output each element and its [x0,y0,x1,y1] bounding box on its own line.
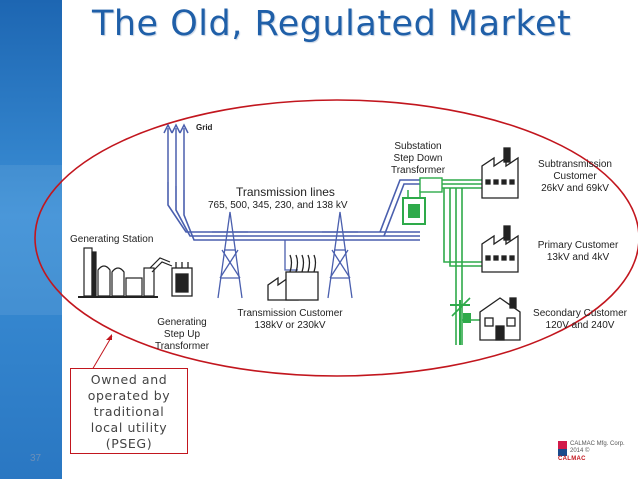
callout-line: Owned and [90,372,168,387]
credit-line: 2014 © [570,448,590,454]
transmission-lines [167,179,420,241]
transmission-tower [322,211,358,299]
logo-square-red [558,441,567,449]
logo-square-blue [558,449,567,456]
callout-line: local utility [90,420,168,435]
transmission-tower [212,211,248,299]
page-title: The Old, Regulated Market [92,4,572,44]
subtransmission-label-line: Customer [553,171,597,182]
transmission-customer-label-line: Transmission Customer [237,308,343,319]
subtransmission-label-line: Subtransmission [538,159,612,170]
transmission-customer-label-line: 138kV or 230kV [254,320,325,331]
substation-label: Substation Step Down Transformer [391,141,446,176]
callout-line: operated by [87,388,171,403]
ownership-ellipse [34,99,638,377]
substation-transformer-icon [402,177,443,225]
generating-station-label: Generating Station [70,234,153,245]
step-up-transformer-label: Generating Step Up Transformer [155,317,210,352]
primary-customer-label-line: 13kV and 4kV [547,252,610,263]
secondary-customer-label: Secondary Customer 120V and 240V [533,308,628,331]
logo-text: CALMAC [558,456,586,462]
callout-arrow-head [106,334,112,340]
substation-label-line: Substation [394,141,441,152]
grid-label: Grid [196,123,213,132]
calmac-logo: CALMAC CALMAC Mfg. Corp. 2014 © [558,441,625,463]
callout-arrow [91,335,113,371]
utility-pole-icon [450,300,471,345]
transmission-lines-label: Transmission lines [236,185,335,199]
slide-number: 37 [30,453,42,464]
credit-text: CALMAC Mfg. Corp. 2014 © [570,441,625,455]
subtransmission-customer-icon [481,147,519,199]
primary-customer-label: Primary Customer 13kV and 4kV [538,240,619,263]
step-up-label-line: Step Up [164,329,201,340]
grid-arrows [163,123,189,190]
subtransmission-customer-label: Subtransmission Customer 26kV and 69kV [538,159,612,194]
distribution-lines [442,179,482,345]
sidebar-accent [0,0,62,479]
ownership-callout: Owned and operated by traditional local … [70,368,188,454]
transmission-voltages-label: 765, 500, 345, 230, and 138 kV [208,200,348,211]
transmission-customer-label: Transmission Customer 138kV or 230kV [237,308,343,331]
substation-label-line: Step Down [394,153,443,164]
step-up-label-line: Transformer [155,341,210,352]
credit-line: CALMAC Mfg. Corp. [570,441,625,447]
primary-customer-icon [481,225,519,273]
subtransmission-label-line: 26kV and 69kV [541,183,609,194]
step-up-transformer-icon [171,262,193,297]
callout-line: traditional [93,404,165,419]
secondary-customer-icon [479,297,521,341]
callout-line: (PSEG) [105,436,153,451]
generating-station-icon [78,247,173,298]
secondary-customer-label-line: Secondary Customer [533,308,628,319]
substation-label-line: Transformer [391,165,446,176]
step-up-label-line: Generating [157,317,206,328]
primary-customer-label-line: Primary Customer [538,240,619,251]
customer-feed [284,240,298,271]
transmission-customer-icon [267,254,319,301]
secondary-customer-label-line: 120V and 240V [546,320,615,331]
